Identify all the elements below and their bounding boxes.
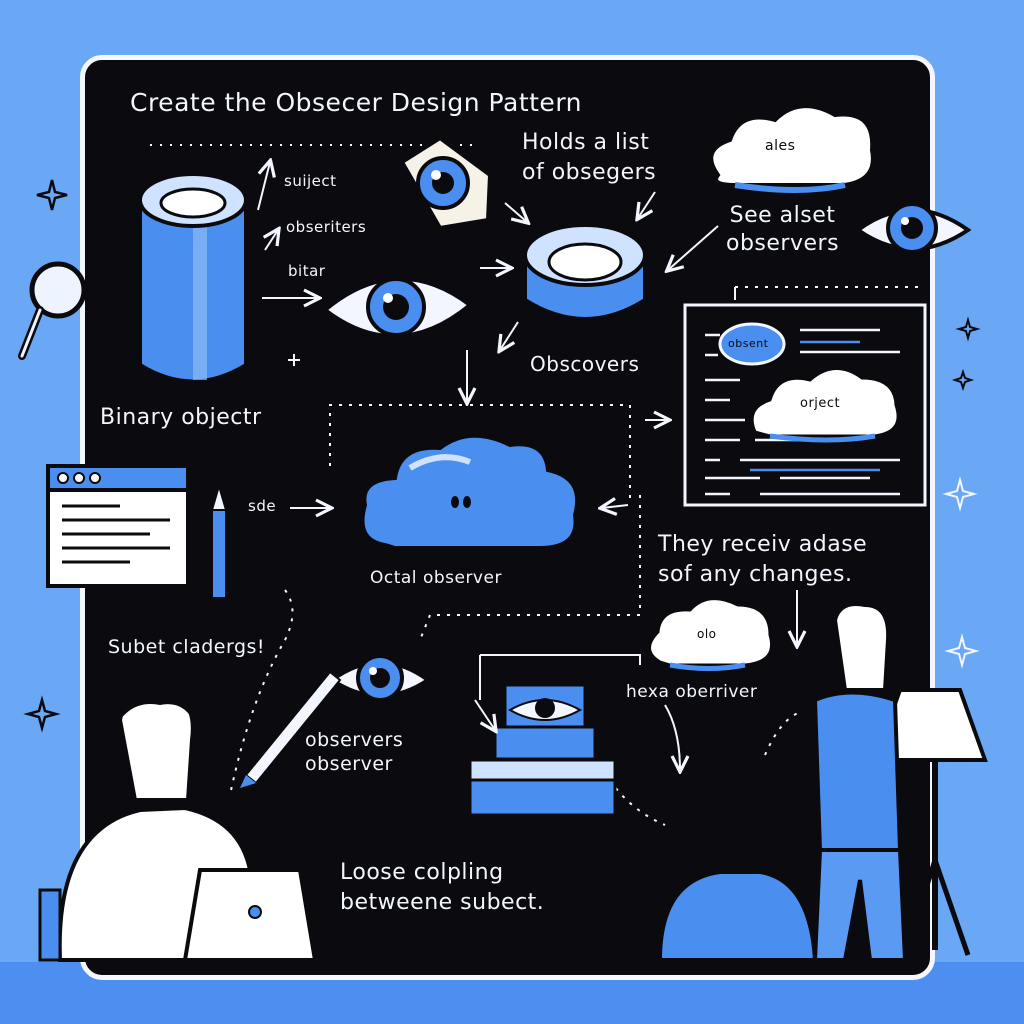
eye-icon (321, 276, 474, 339)
loose-line-1: Loose colpling (340, 860, 504, 885)
cloud-icon (360, 433, 580, 550)
cloud-icon (648, 597, 773, 671)
pill-label: obsent (728, 337, 769, 350)
eye-icon (854, 202, 972, 254)
see-observers-label: See alset observers (726, 202, 839, 258)
obscovers-label: Obscovers (530, 352, 640, 376)
person-icon (657, 770, 818, 962)
holds-list-label: Holds a list of obsegers (522, 128, 656, 188)
obs-line-2: observer (305, 753, 393, 775)
eye-icon (328, 654, 432, 702)
cloud-icon (709, 104, 875, 193)
see-line-1: See alset (729, 203, 836, 228)
page-title: Create the Obsecer Design Pattern (130, 88, 582, 117)
laptop-icon (182, 868, 318, 962)
magnifier-icon (18, 261, 87, 360)
object-pill (718, 322, 786, 366)
cylinder-icon (138, 172, 248, 384)
sparkle-icon (942, 476, 980, 669)
person-icon (812, 602, 908, 962)
loose-line-2: betweene subect. (340, 890, 545, 915)
code-panel (683, 286, 927, 507)
box-icon (468, 654, 641, 817)
they-line-1: They receiv adase (658, 532, 868, 557)
cloud-label-ales: ales (765, 138, 796, 154)
cloud-icon (750, 367, 900, 443)
they-line-2: sof any changes. (658, 562, 853, 587)
pencil-icon (240, 670, 342, 788)
object-cloud-label: orject (800, 396, 841, 411)
sde-label: sde (248, 497, 277, 515)
cloud-label-olo: olo (697, 627, 717, 641)
holds-line-1: Holds a list (522, 130, 650, 155)
eye-icon (399, 135, 493, 231)
pencil-icon (210, 482, 228, 599)
sparkle-icon (23, 179, 68, 733)
window-icon (46, 464, 190, 588)
person-icon (38, 684, 252, 962)
see-line-2: observers (726, 231, 840, 256)
sparkle-icon (951, 316, 981, 392)
observers-observer-label: observers observer (305, 728, 403, 776)
changes-label: They receiv adase sof any changes. (658, 530, 867, 590)
subet-label: Subet cladergs! (108, 636, 266, 658)
bitar-label: bitar (288, 262, 326, 280)
obs-line-1: observers (305, 729, 404, 751)
hexa-observer-label: hexa oberriver (626, 682, 758, 702)
holds-line-2: of obsegers (522, 160, 657, 185)
octal-observer-label: Octal observer (370, 568, 502, 588)
subject-label: suiject (284, 172, 337, 190)
binary-object-label: Binary objectr (100, 405, 262, 430)
cylinder-icon (523, 223, 647, 321)
loose-coupling-label: Loose colpling betweene subect. (340, 858, 544, 918)
obseriters-label: obseriters (286, 218, 367, 236)
